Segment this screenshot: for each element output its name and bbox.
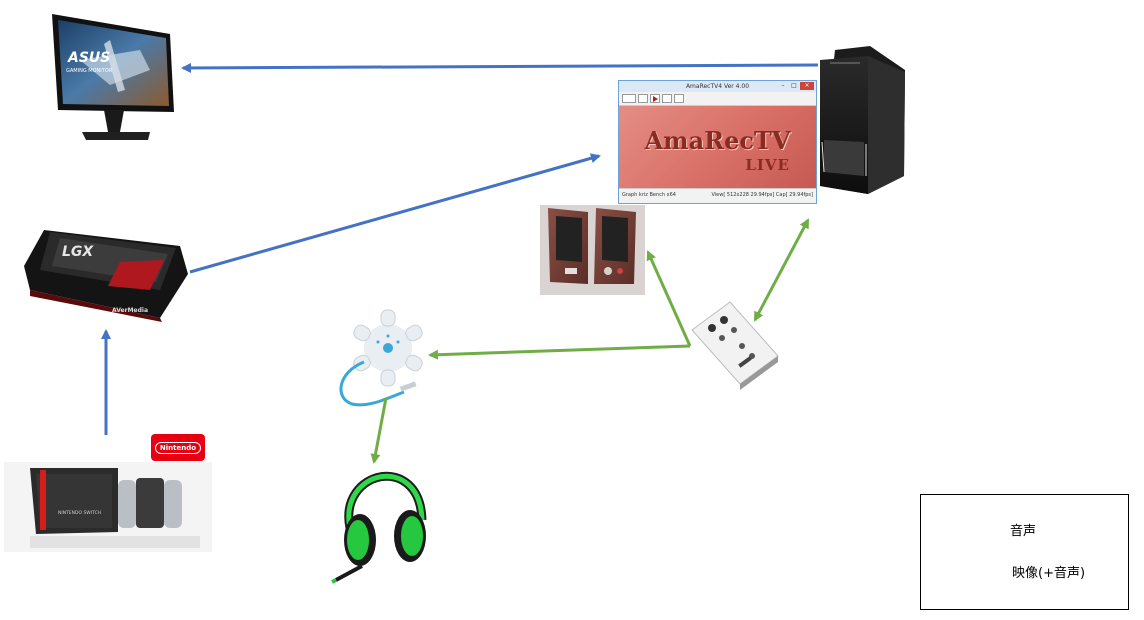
- amarectv-title: AmaRecTV4 Ver 4.00: [685, 83, 750, 90]
- arrow-pc-to-monitor: [181, 62, 819, 73]
- capture-badge: LGX: [62, 244, 94, 260]
- audio-mixer-icon: [691, 301, 779, 390]
- camera-icon[interactable]: [662, 94, 672, 103]
- audio-splitter-icon: [339, 309, 423, 407]
- capture-device-icon: [24, 230, 188, 322]
- arrow-capture-to-pc: [189, 153, 601, 274]
- amarectv-live-badge: LIVE: [745, 156, 790, 174]
- monitor-brand: ASUS: [67, 50, 110, 66]
- capture-brand: AVerMedia: [112, 307, 148, 314]
- amarectv-logo: AmaRecTV: [644, 126, 791, 155]
- settings-icon[interactable]: [622, 94, 636, 103]
- nintendo-switch-icon: [4, 462, 212, 552]
- nintendo-logo-text: Nintendo: [154, 441, 202, 454]
- monitor-subtitle: GAMING MONITOR: [66, 68, 113, 74]
- arrow-mixer-pc: [753, 218, 810, 322]
- gaming-monitor-icon: [52, 14, 174, 140]
- arrow-splitter-to-headset: [370, 397, 388, 464]
- switch-label: NINTENDO SWITCH: [58, 510, 101, 516]
- pc-tower-icon: [820, 46, 905, 194]
- speakers-icon: [540, 205, 645, 295]
- arrow-mixer-to-splitter: [428, 344, 691, 360]
- legend-label-audio: 音声: [1010, 524, 1037, 539]
- graph-icon[interactable]: [638, 94, 648, 103]
- amarectv-titlebar: AmaRecTV4 Ver 4.00 – □ ×: [619, 81, 816, 92]
- music-note-icon[interactable]: [674, 94, 684, 103]
- maximize-icon[interactable]: □: [791, 82, 797, 89]
- legend-label-video: 映像(+音声): [1012, 566, 1086, 581]
- close-icon[interactable]: ×: [800, 82, 814, 90]
- record-icon[interactable]: [650, 94, 660, 103]
- headset-icon: [331, 471, 427, 584]
- amarectv-toolbar: [619, 92, 816, 106]
- amarectv-window: AmaRecTV4 Ver 4.00 – □ × AmaRecTV LIVE G…: [618, 80, 817, 204]
- status-left: Graph kriz Bench x64: [622, 192, 676, 198]
- minimize-icon[interactable]: –: [781, 82, 785, 89]
- status-right: View[ 512x228 29.94fps] Cap[ 29.94fps]: [711, 192, 813, 198]
- nintendo-logo: Nintendo: [151, 434, 205, 461]
- legend-box: [920, 494, 1129, 610]
- arrow-mixer-to-speakers: [646, 250, 692, 347]
- amarectv-statusbar: Graph kriz Bench x64 View[ 512x228 29.94…: [619, 188, 816, 202]
- amarectv-preview: AmaRecTV LIVE: [619, 106, 816, 188]
